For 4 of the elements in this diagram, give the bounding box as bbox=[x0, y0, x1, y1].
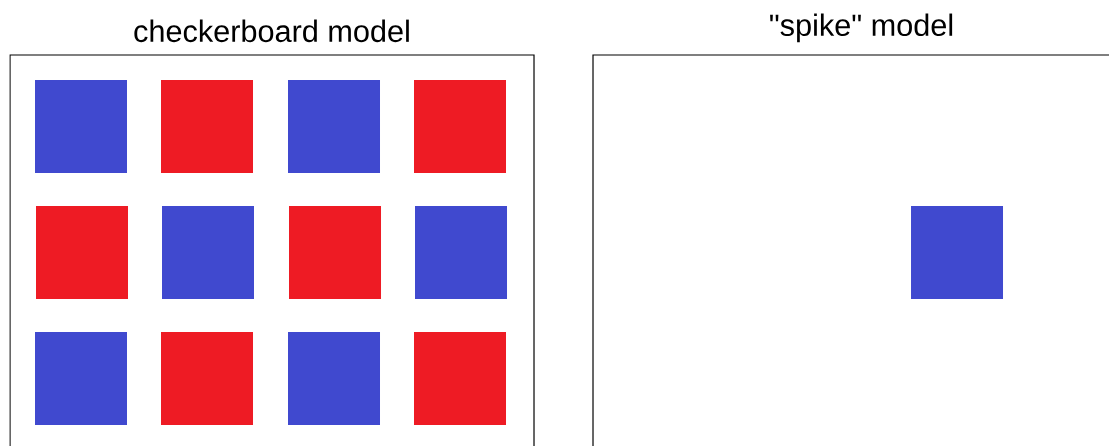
node-label: "spike" model bbox=[770, 13, 953, 43]
panel: checkerboard model bbox=[9, 19, 535, 446]
node-label: checkerboard model bbox=[134, 19, 409, 43]
panel: "spike" model bbox=[592, 13, 1109, 446]
